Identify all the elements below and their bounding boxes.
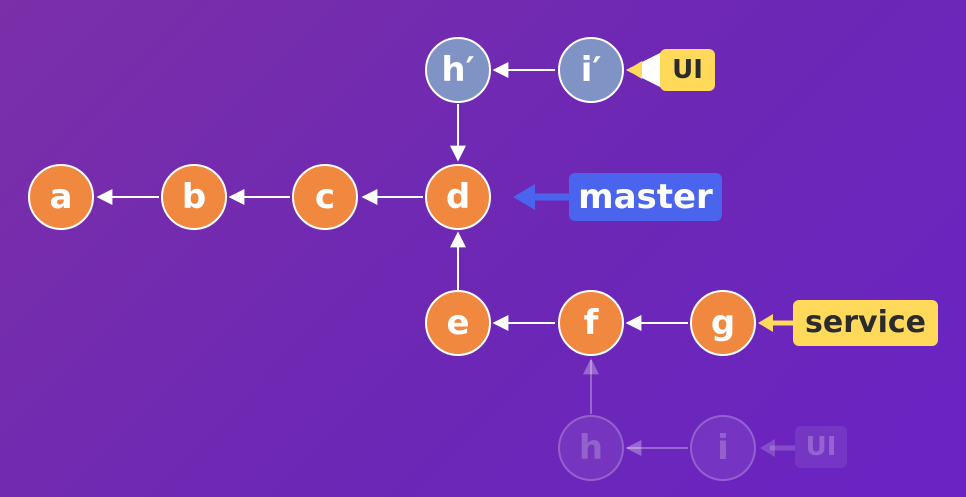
commit-h-old: h <box>558 415 624 481</box>
branch-label-ui-old: UI <box>795 426 847 468</box>
pointer-ui-old-head <box>760 439 775 457</box>
pointer-ui-head <box>627 61 642 79</box>
pointer-master-head <box>513 184 535 210</box>
commit-c: c <box>292 164 358 230</box>
commit-g: g <box>690 290 756 356</box>
commit-d: d <box>425 164 491 230</box>
branch-label-ui: UI <box>660 49 715 91</box>
commit-e: e <box>425 290 491 356</box>
commit-b: b <box>161 164 227 230</box>
commit-a: a <box>28 164 94 230</box>
branch-label-master: master <box>569 173 722 221</box>
commit-i-prime: i′ <box>558 37 624 103</box>
commit-h-prime: h′ <box>425 37 491 103</box>
commit-f: f <box>558 290 624 356</box>
commit-i-old: i <box>690 415 756 481</box>
branch-label-service: service <box>793 300 938 346</box>
pointer-service-head <box>758 314 773 332</box>
